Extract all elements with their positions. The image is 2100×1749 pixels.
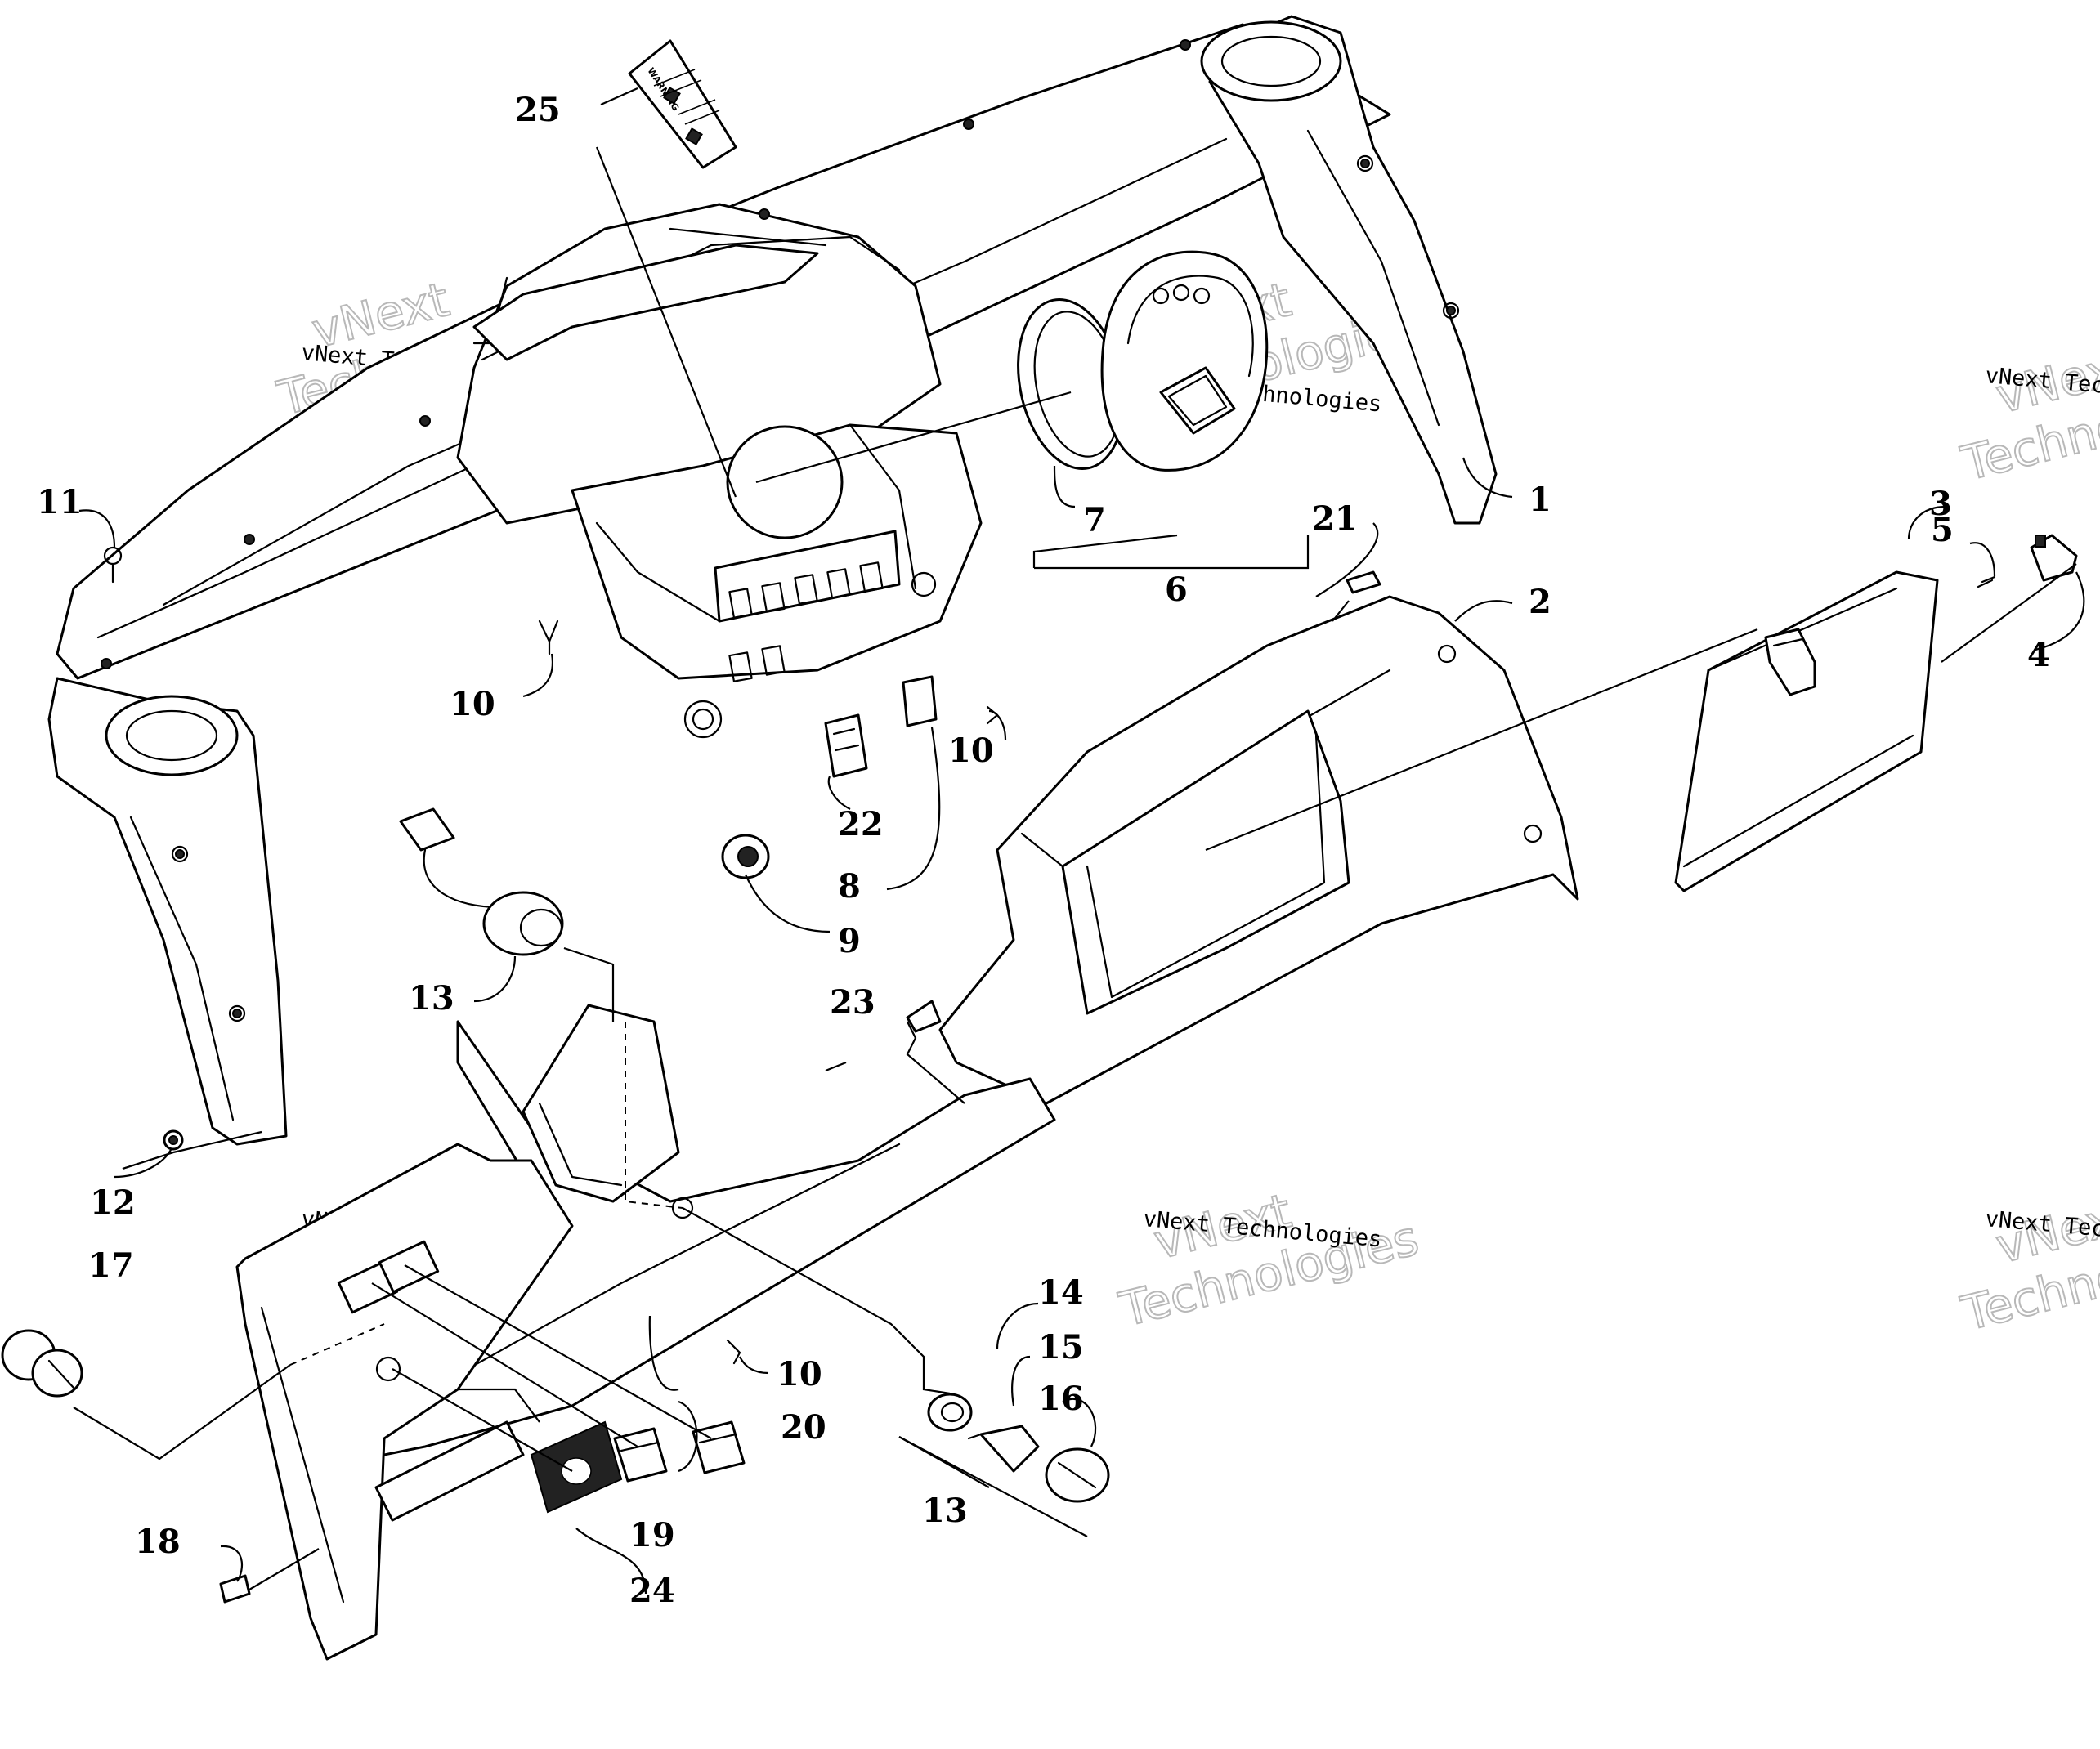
callout-24: 24 (629, 1572, 675, 1610)
callout-1: 1 (1529, 481, 1551, 519)
callout-13a: 13 (409, 979, 454, 1018)
part-key (967, 1425, 1040, 1473)
part-latch-pin (1977, 575, 1996, 588)
callout-10c: 10 (777, 1355, 822, 1393)
callout-18: 18 (135, 1523, 181, 1561)
callout-13b: 13 (922, 1492, 968, 1530)
callout-10a: 10 (450, 685, 495, 723)
part-clip-23 (906, 1000, 942, 1033)
part-power-outlet (721, 834, 770, 879)
part-decal-24 (530, 1420, 623, 1514)
part-ignition-harness (399, 807, 564, 956)
watermark-3: vNext Technologies (1955, 336, 2100, 493)
callout-8: 8 (838, 867, 861, 906)
part-nut-12 (163, 1129, 184, 1151)
part-clip-21 (1346, 570, 1381, 594)
leader-lines (73, 87, 2085, 1595)
callout-23: 23 (830, 983, 875, 1022)
callout-19: 19 (629, 1516, 675, 1554)
callout-14: 14 (1038, 1273, 1084, 1312)
callout-22: 22 (838, 805, 884, 843)
part-upper-dash-panel (47, 15, 1498, 1146)
part-rivet-10b (986, 705, 999, 725)
part-switch-20 (692, 1420, 746, 1474)
part-latch-handle (2030, 534, 2078, 582)
callout-15: 15 (1038, 1328, 1084, 1367)
part-rivet-10a (538, 620, 559, 655)
callout-2: 2 (1529, 583, 1551, 621)
callout-9: 9 (838, 922, 861, 960)
callout-6: 6 (1165, 570, 1188, 609)
part-screw-11 (103, 546, 123, 584)
callout-3: 3 (1929, 485, 1952, 523)
callout-5: 5 (1931, 511, 1954, 549)
part-clip-18 (219, 1574, 251, 1604)
callout-16: 16 (1038, 1380, 1084, 1418)
part-knob (1045, 1447, 1110, 1503)
part-rocker-switch-22 (824, 713, 868, 778)
part-lower-left-panel (235, 1143, 574, 1661)
part-glovebox-door (1674, 570, 1939, 892)
callout-20: 20 (781, 1408, 826, 1447)
callout-25: 25 (515, 91, 561, 129)
part-ring-nut (927, 1393, 973, 1432)
callout-17: 17 (88, 1246, 134, 1285)
part-rivet-10c (726, 1339, 741, 1365)
part-switch-19 (613, 1427, 668, 1483)
callout-7: 7 (1083, 501, 1106, 539)
callouts: 1 2 3 4 5 6 7 8 9 10 10 10 11 12 13 13 1… (37, 91, 2050, 1610)
callout-4: 4 (2027, 636, 2050, 674)
callout-12: 12 (90, 1183, 136, 1222)
part-key-switch (1, 1329, 83, 1398)
part-blank-plug (902, 675, 938, 727)
callout-10b: 10 (948, 731, 994, 770)
callout-21: 21 (1312, 499, 1358, 538)
part-gauge-bezel (1100, 250, 1269, 472)
callout-11: 11 (37, 483, 83, 521)
part-warning-label: WARNING (628, 39, 737, 169)
watermark-6: vNext Technologies (1955, 1186, 2100, 1343)
